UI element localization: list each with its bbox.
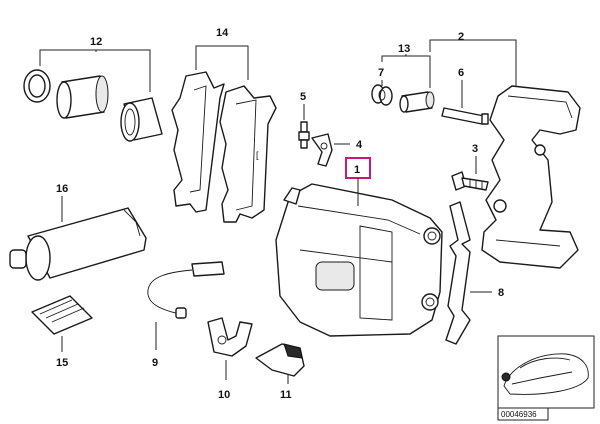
part-anti-rattle-spring[interactable]	[445, 201, 471, 345]
callout-14-bracket	[195, 45, 249, 80]
callout-1: 1	[354, 164, 360, 176]
callout-15: 15	[56, 357, 68, 369]
part-hose-clip[interactable]	[311, 133, 333, 167]
callout-8: 8	[498, 287, 504, 299]
callout-7: 7	[378, 67, 384, 79]
callout-1-highlight	[345, 157, 371, 206]
callout-13: 13	[398, 43, 410, 55]
part-grease-sachet[interactable]	[31, 295, 93, 335]
part-caliper-carrier[interactable]	[481, 85, 581, 269]
location-marker-icon	[501, 372, 511, 382]
part-cable-holder[interactable]	[207, 317, 253, 357]
callout-13-bracket	[381, 54, 431, 88]
callout-3: 3	[472, 143, 478, 155]
part-retaining-clip[interactable]	[255, 343, 305, 377]
part-guide-bolt[interactable]	[441, 107, 489, 125]
callout-6: 6	[458, 67, 464, 79]
callout-14: 14	[216, 27, 229, 39]
part-guide-sleeve[interactable]	[399, 91, 435, 113]
callout-12-bracket	[39, 49, 151, 92]
part-guide-bushing[interactable]	[371, 84, 393, 106]
inset-ref-code: 00046936	[501, 410, 537, 419]
callout-10: 10	[218, 389, 230, 401]
part-bleeder-screw[interactable]	[298, 121, 310, 149]
callout-9: 9	[152, 357, 158, 369]
part-piston-kit[interactable]	[23, 69, 163, 142]
callout-2: 2	[458, 31, 464, 43]
part-hex-bolt[interactable]	[451, 171, 489, 191]
vehicle-location-inset: 00046936	[497, 335, 595, 421]
callout-2-bracket	[429, 39, 517, 86]
callout-11: 11	[280, 389, 292, 401]
callout-5: 5	[300, 91, 306, 103]
callout-4: 4	[356, 139, 363, 151]
svg-text:[: [	[256, 150, 259, 160]
part-grease-tube[interactable]	[9, 207, 147, 281]
callout-12: 12	[90, 36, 102, 48]
part-caliper-housing[interactable]	[275, 183, 443, 337]
part-brake-pads[interactable]: [	[171, 71, 277, 223]
callout-16: 16	[56, 183, 68, 195]
part-wear-sensor[interactable]	[147, 261, 225, 319]
